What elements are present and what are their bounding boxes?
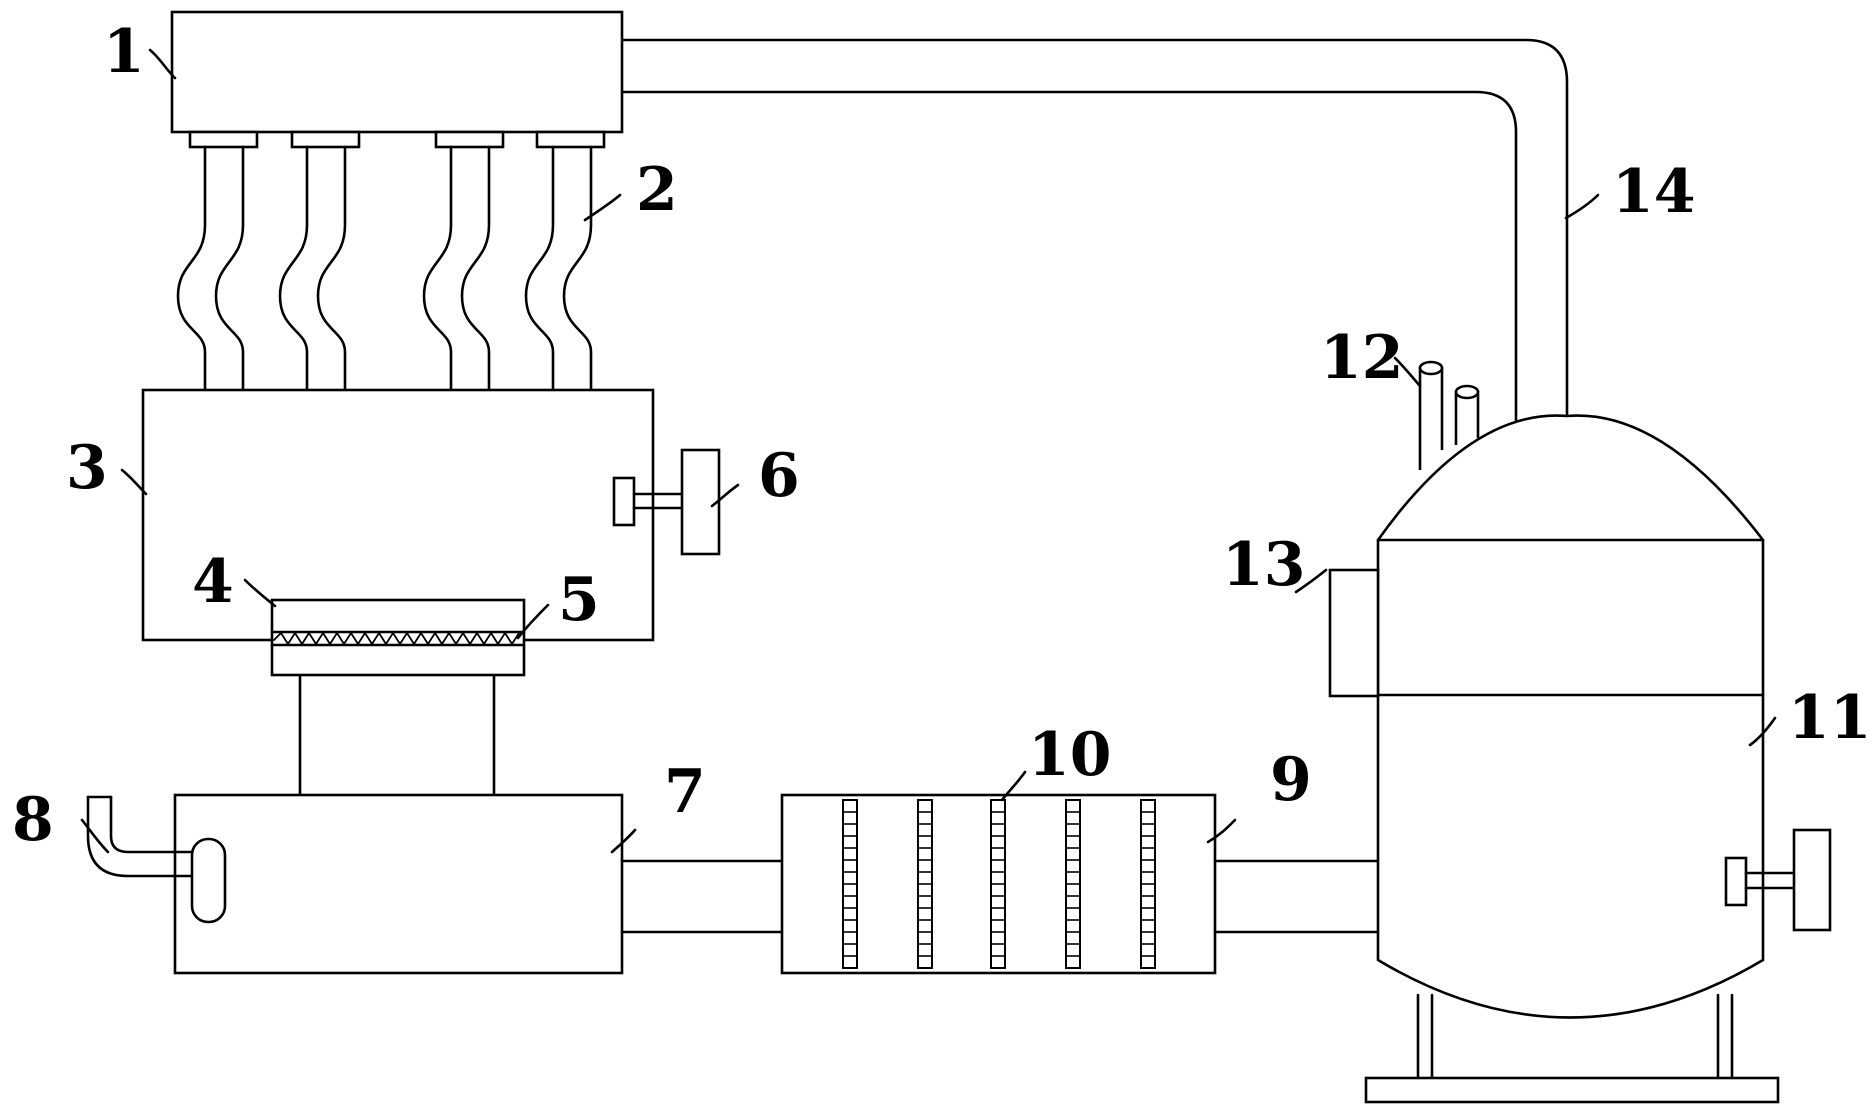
component-2-hoses	[176, 145, 593, 392]
label-8: 8	[12, 785, 54, 855]
component-1-nozzles	[188, 130, 606, 149]
label-1: 1	[103, 17, 145, 87]
label-2: 2	[636, 155, 678, 225]
leader-8	[80, 818, 110, 854]
labels: 1 2 3 4 5 6 7 8 9 10 11 12 13 14	[12, 17, 1872, 855]
leader-2	[583, 193, 622, 222]
leader-1	[148, 48, 177, 80]
screen-plate	[1140, 799, 1156, 969]
label-13: 13	[1222, 530, 1306, 600]
leader-13	[1294, 568, 1328, 594]
component-4-filter	[270, 598, 526, 677]
connector-3-7	[298, 673, 496, 797]
label-7: 7	[664, 757, 706, 827]
label-9: 9	[1270, 745, 1312, 815]
tank-valve	[1724, 828, 1832, 932]
pipe-14	[620, 38, 1569, 426]
component-5-mesh	[273, 632, 520, 645]
component-3-box	[141, 388, 655, 642]
component-11-tank	[1376, 414, 1765, 1019]
leader-10	[1000, 770, 1027, 802]
leader-4	[243, 578, 277, 608]
leader-lines	[80, 48, 1777, 854]
component-6-valve	[612, 448, 721, 556]
label-5: 5	[558, 565, 600, 635]
leader-6	[710, 483, 740, 508]
leader-5	[516, 603, 550, 640]
screen-plate	[917, 799, 933, 969]
component-8-inlet	[86, 795, 227, 924]
label-12: 12	[1320, 323, 1404, 393]
component-12-vents	[1418, 360, 1480, 470]
label-3: 3	[66, 433, 108, 503]
label-14: 14	[1612, 157, 1696, 227]
leader-3	[120, 468, 148, 496]
label-4: 4	[192, 547, 234, 617]
leader-14	[1564, 193, 1600, 220]
pipe-9-11	[1213, 859, 1380, 934]
component-10-screens	[842, 799, 1156, 969]
component-11-stand	[1364, 993, 1780, 1104]
label-10: 10	[1028, 720, 1112, 790]
leader-7	[610, 828, 637, 854]
screen-plate	[990, 799, 1006, 969]
label-6: 6	[758, 441, 800, 511]
leader-9	[1206, 818, 1237, 844]
screen-plate	[1065, 799, 1081, 969]
leader-12	[1393, 356, 1422, 388]
component-7-box	[173, 793, 624, 975]
leader-11	[1748, 716, 1777, 747]
label-11: 11	[1788, 683, 1872, 753]
screen-plate	[842, 799, 858, 969]
component-13-box	[1328, 568, 1380, 698]
pipe-7-9	[620, 859, 784, 934]
component-1-box	[170, 10, 624, 134]
